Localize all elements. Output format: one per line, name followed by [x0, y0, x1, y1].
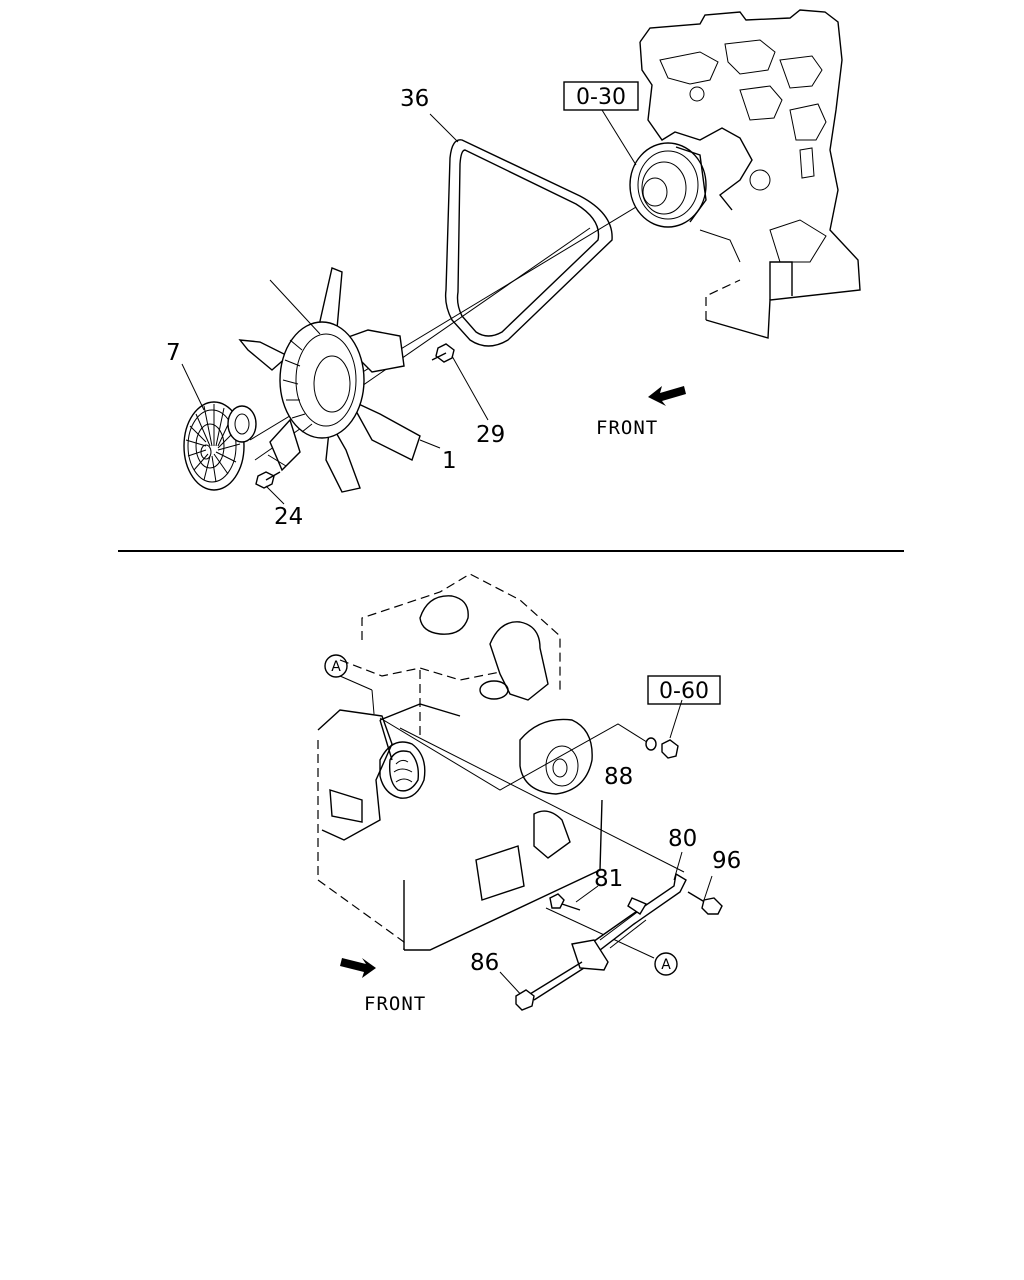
ref-box-0-30-label: 0-30 [576, 85, 626, 110]
label-bolt-81: 81 [594, 866, 623, 892]
label-bracket-80: 80 [668, 826, 697, 852]
bolt-29 [431, 343, 455, 363]
crank-pulley [629, 142, 707, 228]
bolt-96 [687, 891, 723, 915]
ref-box-0-30 [563, 81, 639, 111]
label-bolt-86: 86 [470, 950, 499, 976]
marker-a-top: A [324, 654, 348, 678]
leader-lines-top [181, 109, 637, 505]
washer-88 [645, 737, 679, 759]
bolt-86 [515, 961, 585, 1011]
marker-a-bottom-label: A [661, 957, 671, 973]
front-label-bottom: FRONT [364, 993, 426, 1015]
bottom-view: A A 0-60 88 80 96 81 86 FRONT [317, 573, 741, 1015]
label-bolt-29: 29 [476, 422, 505, 448]
label-fan: 1 [442, 448, 457, 474]
ref-box-0-60-label: 0-60 [659, 679, 709, 704]
front-arrow-top-icon [648, 386, 686, 406]
leader-lines-bottom [339, 675, 713, 999]
bolt-81 [549, 893, 581, 911]
label-bolt-96: 96 [712, 848, 741, 874]
bracket-80 [571, 872, 687, 971]
label-belt: 36 [400, 86, 429, 112]
cooling-fan [238, 267, 421, 493]
marker-a-bottom: A [654, 952, 678, 976]
bolt-24 [255, 454, 287, 489]
drive-belt [444, 139, 613, 347]
label-bolt-24: 24 [274, 504, 303, 530]
front-label-top: FRONT [596, 417, 658, 439]
top-view: 36 0-30 7 29 1 24 FRONT [166, 9, 861, 530]
marker-a-top-label: A [331, 659, 341, 675]
label-washer-88: 88 [604, 764, 633, 790]
engine-block-bottom [317, 573, 603, 951]
fan-clutch [183, 401, 257, 491]
label-fan-clutch: 7 [166, 340, 181, 366]
front-arrow-bottom-icon [340, 958, 376, 978]
engine-block-top [639, 9, 861, 339]
ref-box-0-60 [647, 675, 721, 705]
